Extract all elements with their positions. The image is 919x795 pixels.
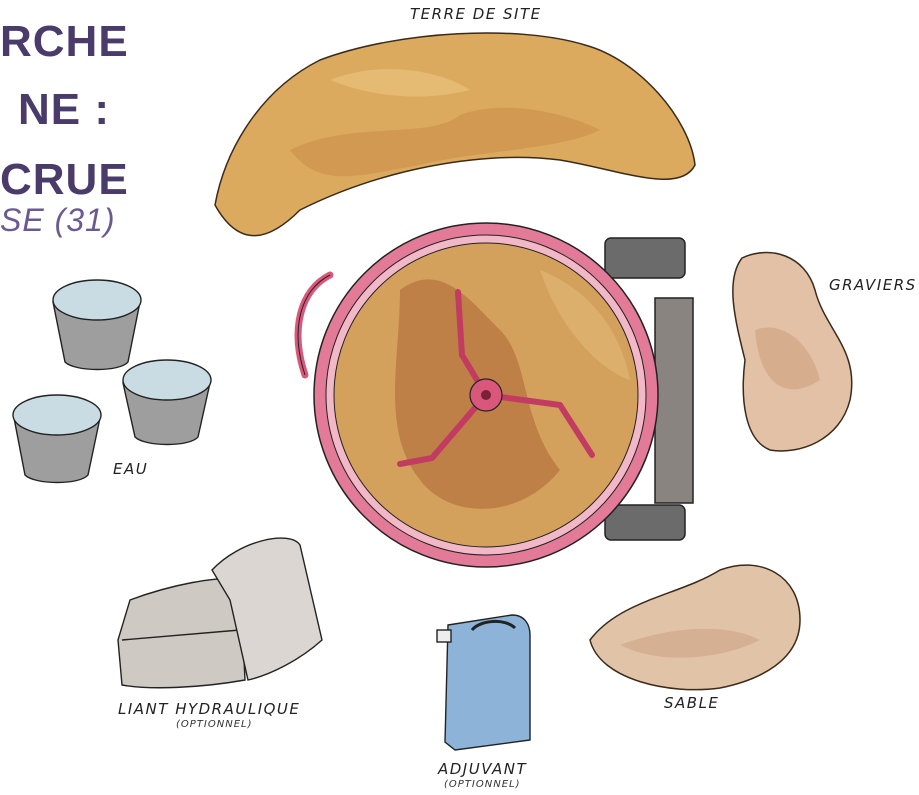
terre-pile — [215, 33, 695, 236]
label-terre-de-site: TERRE DE SITE — [410, 5, 542, 23]
eau-buckets — [13, 280, 211, 483]
label-sable: SABLE — [664, 694, 719, 712]
sable-pile — [590, 565, 800, 690]
liant-bags — [118, 538, 322, 688]
label-liant-optionnel: (OPTIONNEL) — [176, 719, 252, 730]
label-adjuvant-optionnel: (OPTIONNEL) — [444, 779, 520, 790]
label-eau: EAU — [113, 460, 148, 478]
label-adjuvant: ADJUVANT — [438, 760, 527, 778]
mixer — [298, 223, 693, 567]
adjuvant-jerrycan — [437, 615, 530, 750]
label-liant-hydraulique: LIANT HYDRAULIQUE — [118, 700, 300, 718]
label-graviers: GRAVIERS — [829, 276, 917, 294]
